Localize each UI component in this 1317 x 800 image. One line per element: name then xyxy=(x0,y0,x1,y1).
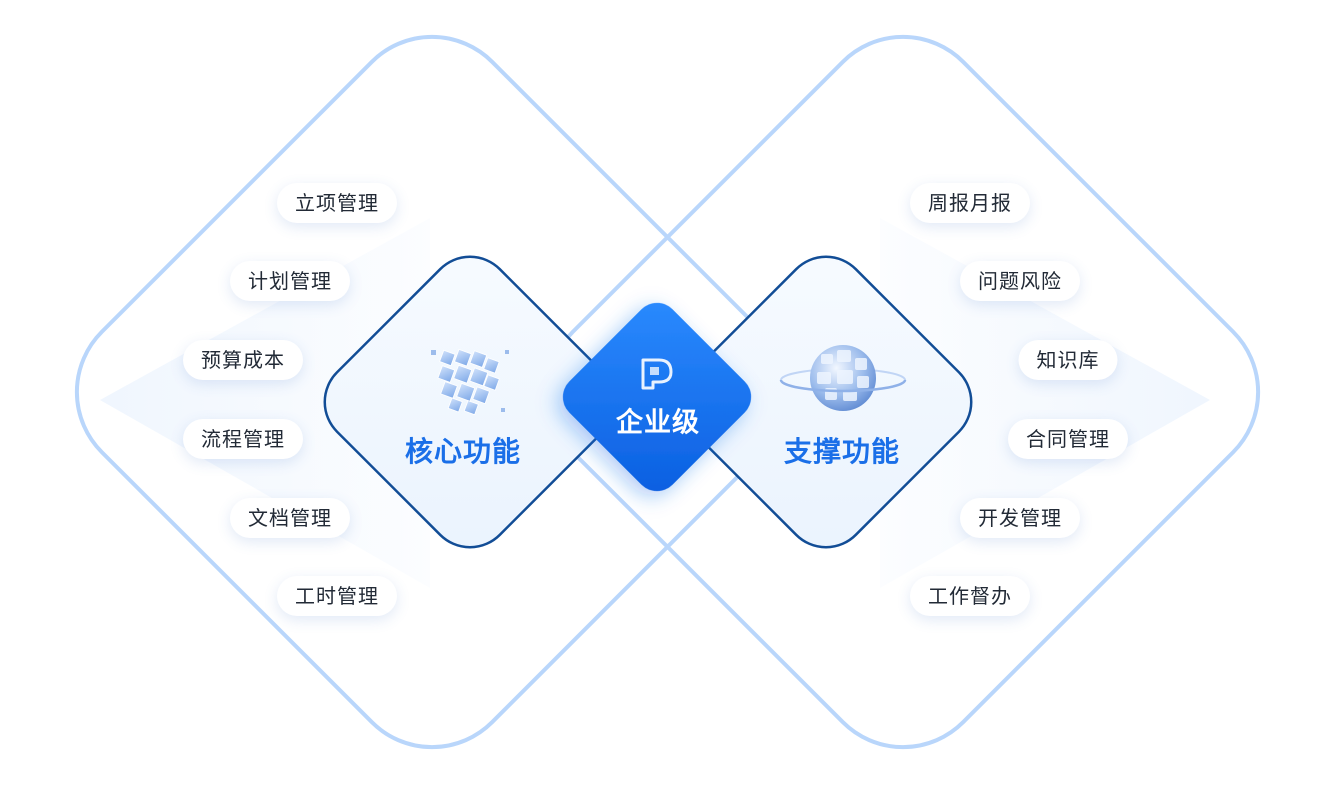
core-item-document-management[interactable]: 文档管理 xyxy=(230,498,350,538)
center-diamond xyxy=(562,302,752,492)
support-item-issue-risk[interactable]: 问题风险 xyxy=(960,261,1080,301)
support-functions-title: 支撑功能 xyxy=(783,435,901,468)
core-item-timesheet-management[interactable]: 工时管理 xyxy=(277,576,397,616)
core-functions-title: 核心功能 xyxy=(404,435,522,468)
support-item-work-supervision[interactable]: 工作督办 xyxy=(910,576,1030,616)
core-item-process-management[interactable]: 流程管理 xyxy=(183,419,303,459)
core-item-project-initiation[interactable]: 立项管理 xyxy=(277,183,397,223)
cubes-icon xyxy=(431,348,509,416)
support-item-development-management[interactable]: 开发管理 xyxy=(960,498,1080,538)
support-item-knowledge-base[interactable]: 知识库 xyxy=(1018,340,1118,380)
support-fan-shape xyxy=(880,218,1210,588)
core-item-budget-cost[interactable]: 预算成本 xyxy=(183,340,303,380)
support-outer-frame xyxy=(545,34,1261,750)
core-item-plan-management[interactable]: 计划管理 xyxy=(230,261,350,301)
globe-icon xyxy=(779,345,907,411)
core-outer-frame xyxy=(74,34,790,750)
core-fan-shape xyxy=(100,218,430,588)
support-item-weekly-monthly-report[interactable]: 周报月报 xyxy=(910,183,1030,223)
enterprise-label: 企业级 xyxy=(616,407,700,439)
support-item-contract-management[interactable]: 合同管理 xyxy=(1008,419,1128,459)
enterprise-logo-icon xyxy=(641,358,673,390)
